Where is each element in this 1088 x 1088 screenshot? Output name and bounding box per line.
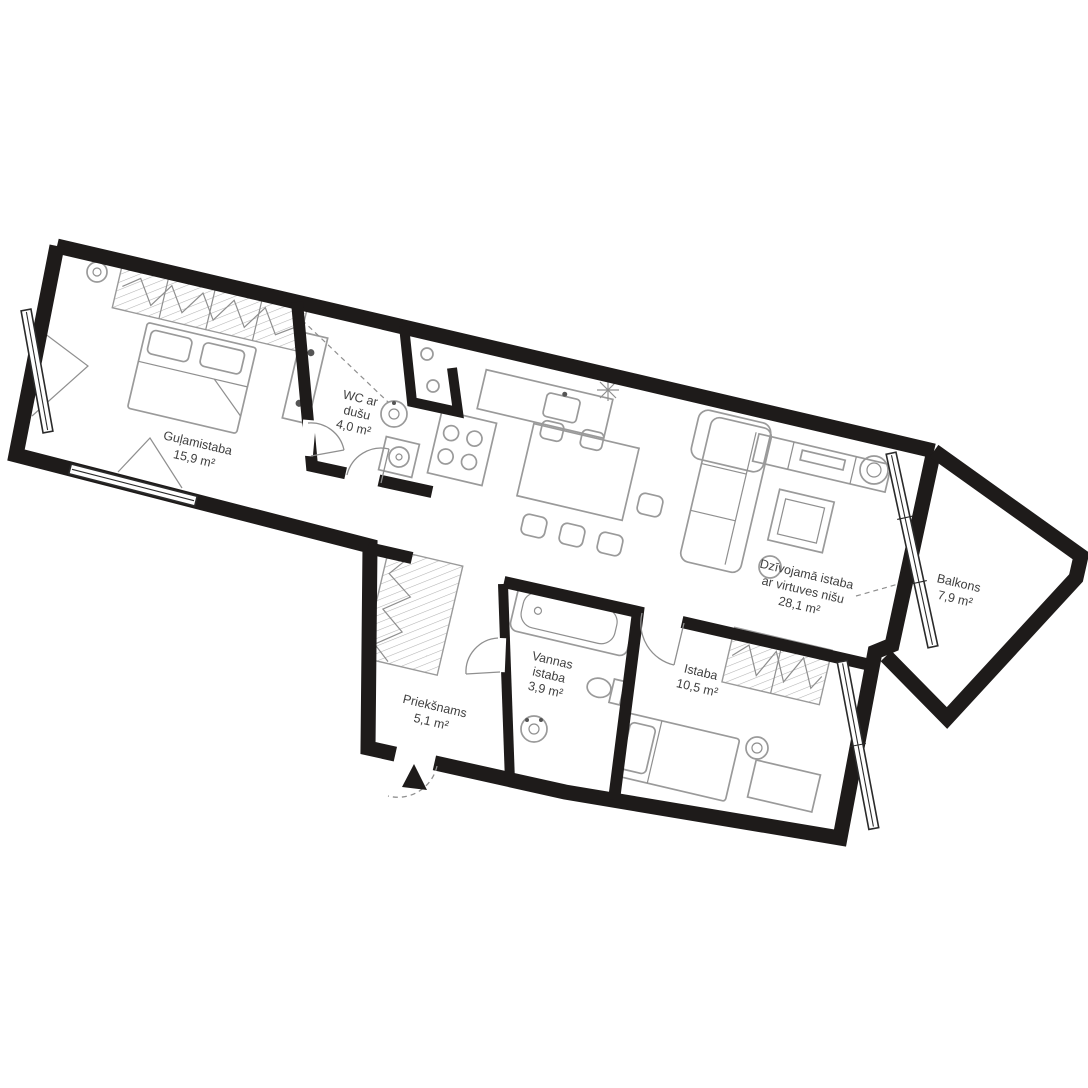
door-swing xyxy=(307,422,345,457)
window xyxy=(67,463,199,507)
label-wc: WC ar dušu 4,0 m² xyxy=(335,388,380,439)
door-swing xyxy=(346,447,390,484)
label-bedroom: Guļamistaba 15,9 m² xyxy=(162,428,234,470)
window-casement-marks xyxy=(31,329,183,489)
duct-shaft xyxy=(420,347,440,393)
kitchen-hob-counter xyxy=(426,409,498,487)
desk xyxy=(746,758,822,814)
door-swing xyxy=(640,612,685,666)
label-balcony: Balkons 7,9 m² xyxy=(936,571,983,609)
dining-chair xyxy=(558,522,586,548)
shower-screen xyxy=(301,319,389,403)
toilet xyxy=(586,677,627,706)
hall-wardrobe xyxy=(362,547,464,677)
pendant-lamp xyxy=(597,379,619,401)
wc-name-2: dušu xyxy=(342,403,372,423)
bedroom-wardrobe xyxy=(111,263,309,352)
tv-bench xyxy=(751,432,893,494)
dining-chair xyxy=(539,419,565,443)
round-chair xyxy=(859,455,889,485)
bathroom-wall xyxy=(502,576,645,801)
wc-toilet xyxy=(380,400,408,428)
washbasin xyxy=(520,715,548,743)
pouf xyxy=(758,555,782,579)
ceiling-break-line xyxy=(855,582,903,597)
dining-chair xyxy=(596,531,624,557)
kitchen-sink-counter xyxy=(476,368,614,440)
bedroom-stool xyxy=(86,261,108,283)
dining-table xyxy=(515,422,641,522)
dining-chair xyxy=(579,428,605,452)
label-hallway: Priekšnams 5,1 m² xyxy=(401,692,468,733)
door-swing xyxy=(465,637,501,675)
entrance-door xyxy=(387,764,438,798)
wc-shower xyxy=(377,435,421,479)
sofa xyxy=(679,409,773,574)
coffee-table xyxy=(766,488,836,554)
entrance-arrow-icon xyxy=(402,764,427,790)
balcony-door-window xyxy=(885,451,939,649)
balcony-wall xyxy=(880,444,1088,729)
window xyxy=(836,659,880,831)
room-wall xyxy=(680,616,868,670)
door-openings xyxy=(299,419,507,772)
label-room: Istaba 10,5 m² xyxy=(675,662,719,700)
shaft-niche-wall xyxy=(399,325,464,419)
label-living: Dzīvojamā istaba ar virtuves nišu 28,1 m… xyxy=(758,557,855,618)
desk-chair xyxy=(745,736,769,760)
dining-chair xyxy=(636,492,664,518)
hall-wall xyxy=(366,542,414,564)
bathroom-left-wall xyxy=(498,583,515,783)
single-bed xyxy=(611,712,741,802)
wc-wall xyxy=(291,301,434,498)
dining-chair xyxy=(520,513,548,539)
window xyxy=(20,308,54,434)
double-bed xyxy=(127,322,257,434)
label-bathroom: Vannas istaba 3,9 m² xyxy=(527,649,574,701)
